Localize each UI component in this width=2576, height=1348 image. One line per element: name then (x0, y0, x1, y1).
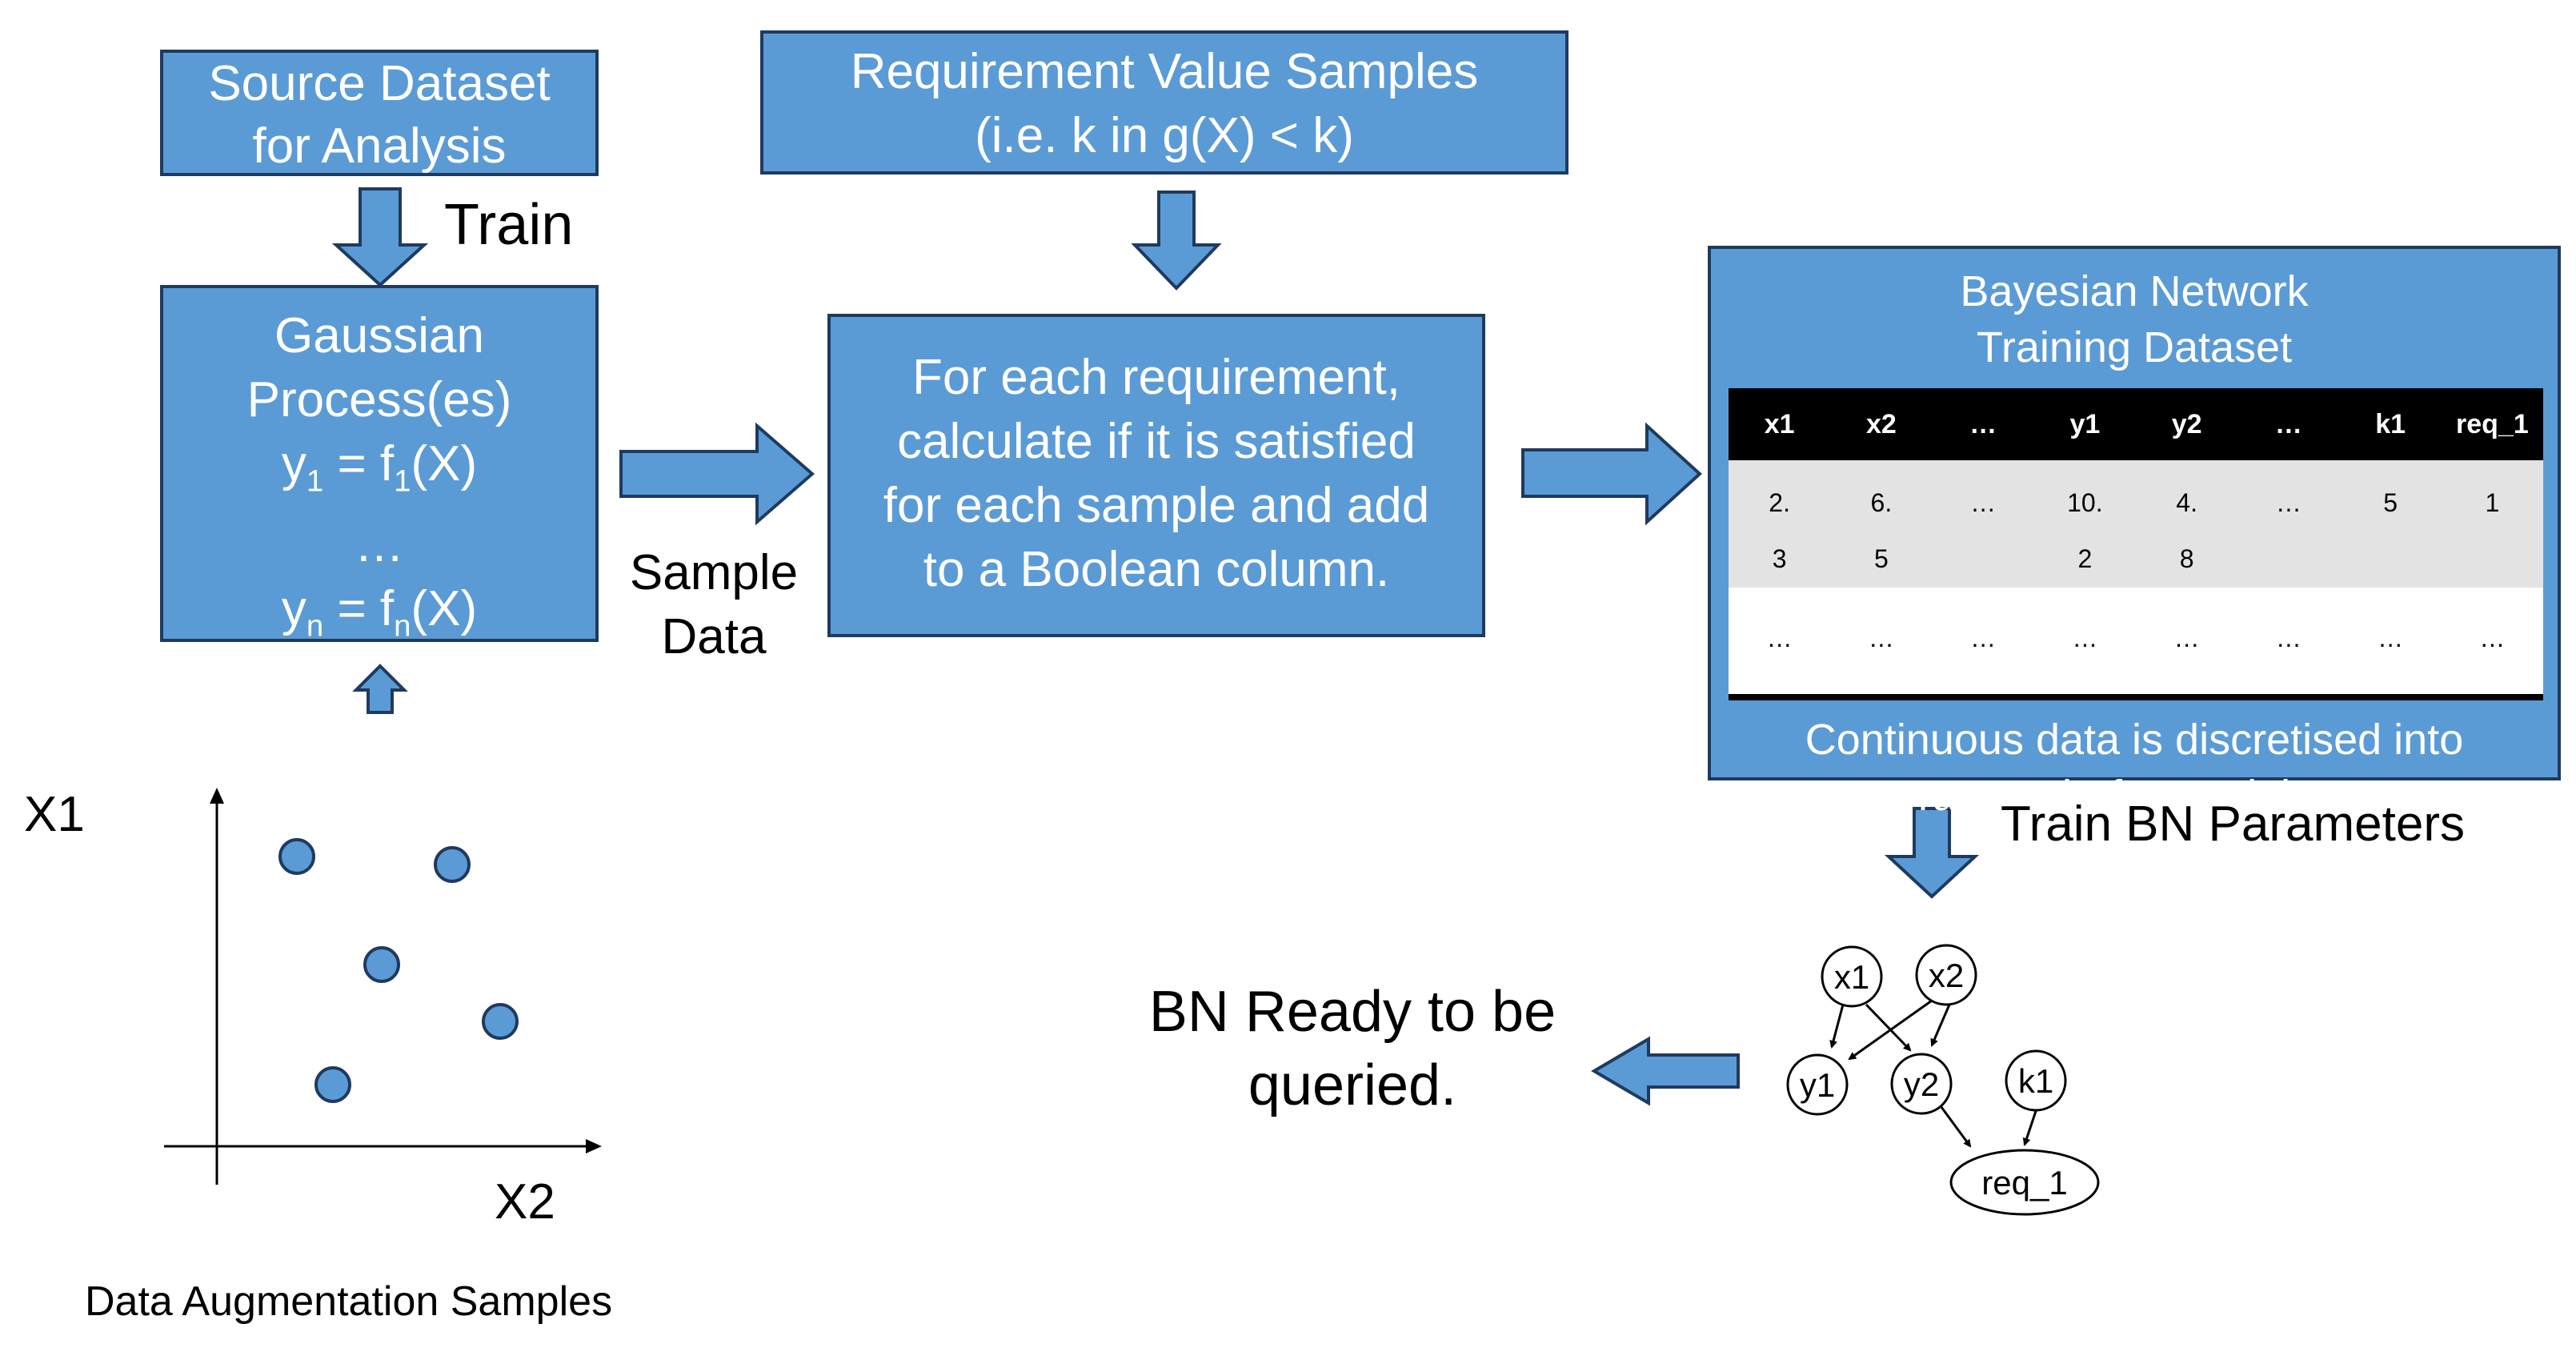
calc-line-2: calculate if it is satisfied (897, 414, 1416, 469)
bn-node-x2 (1915, 944, 1977, 1006)
arrow-req-to-calc (1131, 191, 1222, 291)
req-line-2: (i.e. k in g(X) < k) (975, 108, 1354, 163)
arrow-calc-to-bn (1521, 422, 1702, 526)
bn-node-x1-label: x1 (1834, 958, 1869, 996)
table-cell: 5 (2339, 460, 2442, 588)
calc-line-1: For each requirement, (912, 350, 1400, 405)
gp-line-1: Gaussian (274, 308, 484, 363)
source-line-1: Source Dataset (208, 56, 551, 111)
gp-formula-yn: yn = fn(X) (281, 581, 478, 644)
arrow-scatter-to-gp (352, 664, 408, 714)
scatter-x-axis-label: X2 (495, 1174, 555, 1230)
table-cell: 6.5 (1830, 460, 1933, 588)
bn-node-y1-label: y1 (1800, 1066, 1835, 1104)
gp-dots: … (355, 517, 404, 573)
table-cell: … (1932, 588, 2034, 694)
scatter-point (278, 838, 315, 875)
bn-node-y2-label: y2 (1904, 1065, 1939, 1103)
train-label: Train (444, 193, 574, 257)
table-cell: … (2237, 460, 2340, 588)
col-header: x2 (1830, 388, 1933, 460)
col-header: … (1932, 388, 2034, 460)
bn-node-x1 (1821, 945, 1883, 1008)
table-cell: … (1729, 588, 1831, 694)
table-cell: 4.8 (2136, 460, 2238, 588)
gaussian-process-box: Gaussian Process(es) y1 = f1(X) … yn = f… (160, 285, 599, 644)
bn-training-dataset-box: Bayesian Network Training Dataset x1 x2 … (1708, 246, 2561, 820)
bn-note: Continuous data is discretised into rang… (1711, 712, 2558, 824)
table-cell: … (2136, 588, 2238, 694)
requirement-samples-box: Requirement Value Samples (i.e. k in g(X… (760, 30, 1568, 175)
col-header: x1 (1729, 388, 1831, 460)
gp-formula-y1: y1 = f1(X) (281, 436, 478, 499)
col-header: k1 (2339, 388, 2442, 460)
scatter-y-arrowhead (210, 788, 224, 804)
source-dataset-box: Source Dataset for Analysis (160, 50, 599, 176)
scatter-point (482, 1003, 519, 1040)
bn-title-2: Training Dataset (1976, 323, 2293, 371)
table-header-row: x1 x2 … y1 y2 … k1 req_1 (1729, 388, 2543, 460)
bn-node-y2 (1890, 1053, 1953, 1115)
table-row: 2.3 6.5 … 10.2 4.8 … 5 1 (1729, 460, 2543, 588)
scatter-x-arrowhead (586, 1139, 602, 1153)
sample-line-2: Data (661, 609, 767, 664)
ready-line-2: queried. (1248, 1053, 1457, 1117)
edge-x1-y1 (1829, 1004, 1845, 1049)
bn-dataset-table: x1 x2 … y1 y2 … k1 req_1 2.3 6.5 … (1729, 388, 2543, 694)
arrow-source-to-gp (331, 187, 429, 287)
bn-ready-label: BN Ready to be queried. (1104, 975, 1600, 1122)
bn-title-1: Bayesian Network (1960, 267, 2309, 315)
scatter-caption: Data Augmentation Samples (85, 1278, 613, 1325)
col-header: … (2237, 388, 2340, 460)
sample-data-label: Sample Data (602, 541, 826, 669)
scatter-point (434, 846, 471, 883)
table-cell: … (2237, 588, 2340, 694)
source-line-2: for Analysis (252, 118, 507, 174)
req-line-1: Requirement Value Samples (850, 44, 1479, 99)
table-cell: 2.3 (1729, 460, 1831, 588)
table-cell: … (1932, 460, 2034, 588)
bn-node-x2-label: x2 (1929, 957, 1964, 994)
calc-line-4: to a Boolean column. (923, 542, 1390, 597)
bn-node-k1-label: k1 (2018, 1062, 2053, 1100)
edge-y2-req (1937, 1103, 1972, 1148)
table-cell: … (2441, 588, 2543, 694)
arrow-graph-to-ready (1591, 1036, 1740, 1106)
table-cell: 10.2 (2033, 460, 2136, 588)
calculation-box: For each requirement, calculate if it is… (827, 314, 1485, 637)
scatter-point (314, 1066, 351, 1103)
bn-node-req1 (1949, 1149, 2100, 1216)
edge-x2-y1 (1848, 999, 1933, 1061)
col-header: y2 (2136, 388, 2238, 460)
gp-line-2: Process(es) (246, 372, 512, 427)
ready-line-1: BN Ready to be (1148, 980, 1556, 1044)
scatter-y-axis-label: X1 (24, 787, 85, 842)
arrow-gp-to-calc (619, 422, 815, 526)
edge-k1-req (2022, 1108, 2038, 1146)
table-cell: … (1830, 588, 1933, 694)
col-header: req_1 (2441, 388, 2543, 460)
edge-x2-y2 (1930, 1004, 1951, 1047)
edge-x1-y2 (1865, 1003, 1912, 1052)
scatter-point (363, 946, 400, 983)
sample-line-1: Sample (629, 545, 799, 600)
bn-node-y1 (1786, 1053, 1849, 1116)
bn-node-k1 (2005, 1049, 2067, 1112)
bn-note-line-1: Continuous data is discretised into (1805, 716, 2464, 764)
table-cell: … (2339, 588, 2442, 694)
table-cell: … (2033, 588, 2136, 694)
train-bn-parameters-label: Train BN Parameters (2001, 796, 2465, 852)
table-row: … … … … … … … … (1729, 588, 2543, 694)
table-cell: 1 (2441, 460, 2543, 588)
bn-dataset-table-wrap: x1 x2 … y1 y2 … k1 req_1 2.3 6.5 … (1729, 388, 2543, 700)
bn-node-req1-label: req_1 (1981, 1164, 2067, 1202)
col-header: y1 (2033, 388, 2136, 460)
bn-note-line-2: ranges before training. (1917, 772, 2351, 820)
arrow-bn-to-graph (1884, 807, 1980, 899)
calc-line-3: for each sample and add (883, 478, 1430, 533)
